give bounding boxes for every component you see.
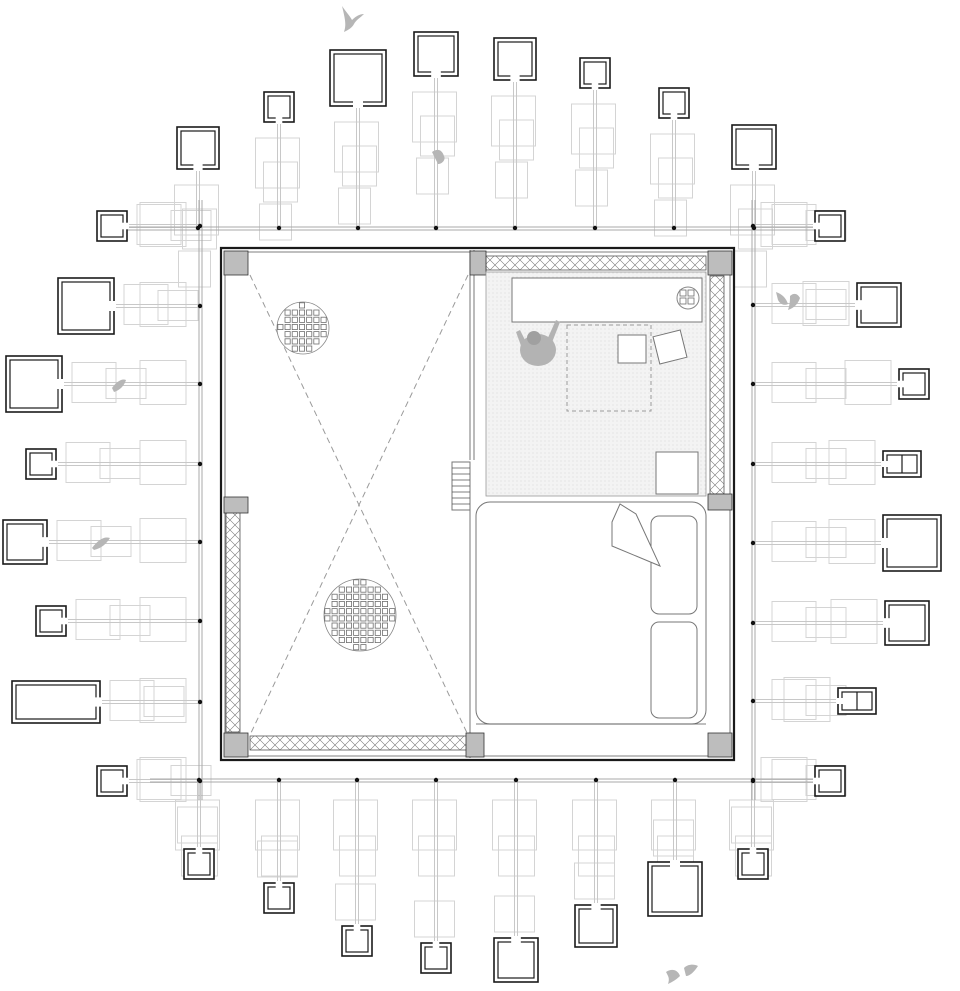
module-pod-icon	[883, 600, 930, 646]
stair-icon	[451, 461, 471, 511]
module-pod-icon	[176, 126, 220, 171]
module-pod-icon	[96, 210, 129, 242]
module-pod-icon	[263, 91, 295, 124]
module-pod-icon	[25, 448, 58, 480]
module-pod-icon	[57, 277, 116, 335]
bird-icon	[342, 6, 364, 32]
bird-icon	[432, 149, 445, 164]
module-pod-icon	[579, 57, 611, 90]
module-pod-icon	[96, 765, 129, 797]
module-pod-icon	[658, 87, 690, 120]
module-pod-icon	[341, 924, 373, 957]
module-pod-icon	[329, 49, 387, 108]
bird-icon	[112, 379, 126, 392]
round-table-top-icon	[276, 301, 330, 355]
module-pods	[2, 31, 942, 983]
bird-icon	[776, 292, 800, 310]
person-at-desk-icon	[516, 320, 560, 366]
module-pod-icon	[897, 368, 930, 400]
junction-dots	[195, 223, 757, 784]
bird-icons	[92, 6, 800, 984]
central-building-plan	[219, 246, 736, 762]
bird-icon	[666, 964, 698, 984]
module-pod-icon	[574, 903, 618, 948]
module-pod-icon	[183, 847, 215, 880]
module-pod-icon	[836, 687, 877, 715]
module-pod-icon	[263, 881, 295, 914]
module-pod-icon	[493, 936, 539, 983]
module-pod-icon	[855, 282, 902, 328]
module-pod-icon	[731, 124, 777, 171]
module-pod-icon	[813, 765, 846, 797]
module-pod-icon	[737, 847, 769, 880]
module-pod-icon	[813, 210, 846, 242]
module-pod-icon	[5, 355, 64, 413]
module-pod-icon	[493, 37, 537, 82]
module-pod-icon	[881, 514, 942, 572]
module-pod-icon	[11, 680, 102, 724]
bird-icon	[92, 537, 110, 550]
module-pod-icon	[881, 450, 922, 478]
connection-rails	[47, 76, 899, 943]
module-pod-icon	[420, 941, 452, 974]
chairs-cluster-icon	[676, 286, 700, 310]
module-pod-icon	[2, 519, 49, 565]
module-pod-icon	[647, 860, 703, 917]
module-pod-icon	[35, 605, 68, 637]
round-table-bottom-icon	[323, 578, 397, 652]
module-pod-icon	[413, 31, 459, 78]
